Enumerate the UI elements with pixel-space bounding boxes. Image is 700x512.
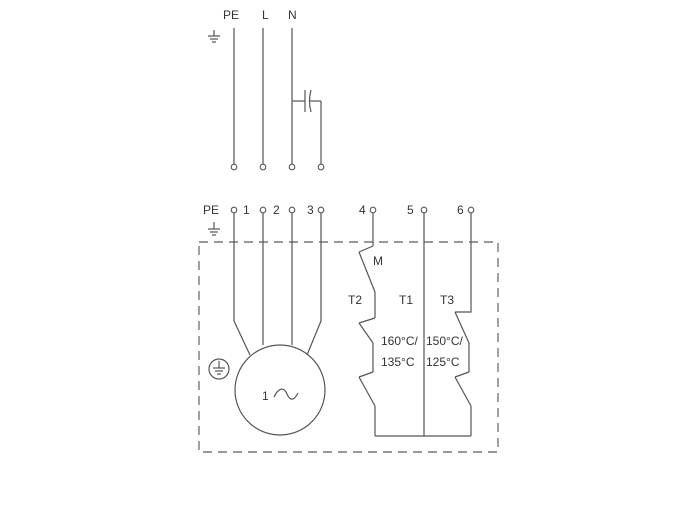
terminal-4 [369, 206, 377, 214]
t1-open-temp: 160°C/ [381, 334, 418, 348]
supply-earth-icon [208, 30, 220, 43]
terminal-pe [230, 206, 238, 214]
motor-ac-icon [273, 388, 299, 400]
terminal-3-label: 3 [307, 203, 314, 217]
terminal-4-label: 4 [359, 203, 366, 217]
terminal-6-label: 6 [457, 203, 464, 217]
switch-m-label: M [373, 254, 383, 268]
terminal-3 [317, 206, 325, 214]
terminal-5-label: 5 [407, 203, 414, 217]
terminal-pe-label: PE [203, 203, 219, 217]
supply-l-terminal [259, 163, 267, 171]
terminal-5 [420, 206, 428, 214]
wire-terminal-pe [233, 213, 251, 356]
switch-t2-label: T2 [348, 293, 362, 307]
supply-pe-label: PE [223, 8, 239, 22]
ground-icon [208, 358, 230, 380]
terminal-6 [467, 206, 475, 214]
supply-section: PE L N [208, 8, 325, 171]
terminal-2-label: 2 [273, 203, 280, 217]
switch-m [358, 245, 376, 318]
t3-close-temp: 125°C [426, 355, 460, 369]
supply-pe-terminal [230, 163, 238, 171]
t1-close-temp: 135°C [381, 355, 415, 369]
terminal-2 [288, 206, 296, 214]
supply-l-label: L [262, 8, 269, 22]
wire-terminal-3 [306, 213, 322, 356]
terminal-earth-icon [208, 222, 220, 236]
switch-t2 [358, 317, 376, 436]
terminal-1 [259, 206, 267, 214]
switch-t1-label: T1 [399, 293, 413, 307]
switch-t3-label: T3 [440, 293, 454, 307]
t3-open-temp: 150°C/ [426, 334, 463, 348]
switch-t3 [454, 311, 472, 436]
supply-n-label: N [288, 8, 297, 22]
terminal-1-label: 1 [243, 203, 250, 217]
supply-cap-terminal [317, 163, 325, 171]
motor-circle [234, 344, 326, 436]
wire-terminal-6 [455, 213, 472, 313]
supply-n-terminal [288, 163, 296, 171]
motor-phase-label: 1 [262, 389, 269, 403]
motor-section: PE 1 2 3 4 5 6 1 [198, 203, 499, 453]
capacitor-icon [292, 89, 322, 164]
